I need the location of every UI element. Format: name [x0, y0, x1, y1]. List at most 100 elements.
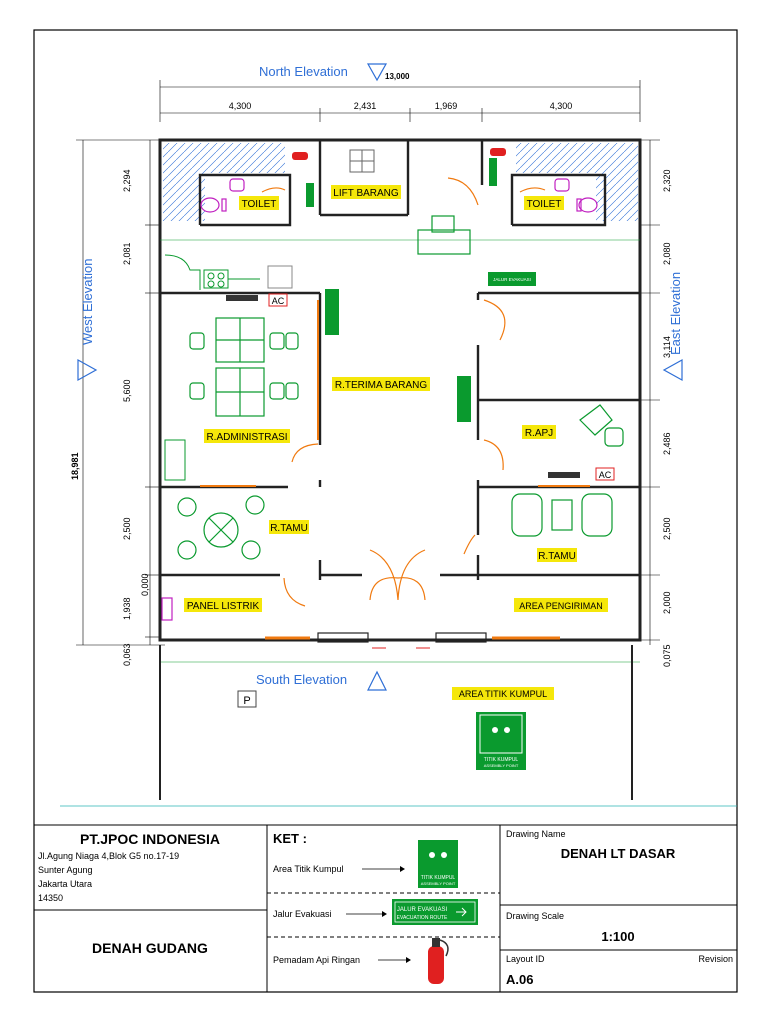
- svg-text:JALUR EVAKUASI: JALUR EVAKUASI: [397, 907, 448, 913]
- legend-arrowhead-3: [406, 957, 411, 963]
- svg-text:R.ADMINISTRASI: R.ADMINISTRASI: [206, 432, 287, 443]
- south-elevation-marker: South Elevation: [256, 670, 387, 691]
- svg-text:R.APJ: R.APJ: [525, 428, 553, 439]
- lobby-sofa: [511, 493, 613, 537]
- right-dimension-line: [640, 139, 660, 645]
- east-elevation-marker: East Elevation: [662, 272, 683, 382]
- room-lift-barang: LIFT BARANG: [331, 185, 401, 199]
- legend-titik-kumpul: Area Titik Kumpul: [273, 864, 344, 874]
- evacuation-sign-text: JALUR EVAKUASI: [493, 277, 531, 282]
- revision-label: Revision: [698, 954, 733, 964]
- right-dim-5: 2,500: [662, 517, 672, 540]
- svg-text:TITIK KUMPUL: TITIK KUMPUL: [421, 875, 456, 881]
- room-terima-barang: R.TERIMA BARANG: [332, 377, 430, 391]
- kitchen-counter: [164, 254, 293, 290]
- right-dim-2: 2,080: [662, 242, 672, 265]
- right-dim-7: 0,075: [662, 644, 672, 667]
- parking-sign: P: [237, 690, 257, 708]
- overall-width-dim: 13,000: [385, 72, 410, 81]
- svg-text:R.TAMU: R.TAMU: [270, 523, 308, 534]
- left-dim-2: 2,081: [122, 242, 132, 265]
- stair-left: [163, 143, 205, 221]
- lobby-round-table: [177, 495, 265, 560]
- west-elevation-marker: West Elevation: [77, 259, 98, 382]
- svg-text:TITIK KUMPUL: TITIK KUMPUL: [484, 757, 519, 763]
- left-dim-6: 0,063: [122, 643, 132, 666]
- svg-text:AC: AC: [272, 296, 285, 306]
- fire-extinguisher-icon: [292, 148, 506, 160]
- top-dim-4: 4,300: [550, 101, 573, 111]
- left-dim-1: 2,294: [122, 169, 132, 192]
- room-tamu-left: R.TAMU: [269, 520, 309, 534]
- left-dim-7: 0,000: [140, 573, 150, 596]
- stair-right: [596, 143, 638, 221]
- east-elevation-triangle: [662, 358, 683, 382]
- evacuation-sign: [306, 158, 536, 422]
- north-elevation-label: North Elevation: [259, 64, 348, 79]
- legend-arrowhead-2: [382, 911, 387, 917]
- north-elevation-triangle: [366, 63, 388, 82]
- address-line-3: Jakarta Utara: [38, 879, 92, 889]
- legend-assembly-icon: TITIK KUMPUL ASSEMBLY POINT: [418, 840, 458, 888]
- left-dim-4: 2,500: [122, 517, 132, 540]
- svg-text:PANEL LISTRIK: PANEL LISTRIK: [187, 601, 260, 612]
- room-administrasi: R.ADMINISTRASI: [204, 429, 290, 443]
- left-dim-3: 5,600: [122, 379, 132, 402]
- layout-id: A.06: [506, 972, 533, 987]
- top-dim-2: 2,431: [354, 101, 377, 111]
- svg-text:R.TERIMA BARANG: R.TERIMA BARANG: [335, 380, 427, 391]
- right-dim-4: 2,486: [662, 432, 672, 455]
- legend-arrowhead-1: [400, 866, 405, 872]
- company-name: PT.JPOC INDONESIA: [80, 831, 220, 847]
- room-apj: R.APJ: [522, 425, 556, 439]
- svg-text:AC: AC: [599, 470, 612, 480]
- room-toilet-left: TOILET: [239, 196, 279, 210]
- stair-left-top: [205, 143, 285, 173]
- admin-desks: [189, 317, 299, 417]
- svg-text:AREA TITIK KUMPUL: AREA TITIK KUMPUL: [459, 689, 547, 699]
- layout-id-label: Layout ID: [506, 954, 545, 964]
- stair-right-top: [516, 143, 596, 173]
- room-toilet-right: TOILET: [524, 196, 564, 210]
- assembly-point-sign: TITIK KUMPUL ASSEMBLY POINT: [476, 712, 526, 770]
- svg-text:TOILET: TOILET: [527, 199, 562, 210]
- svg-text:ASSEMBLY POINT: ASSEMBLY POINT: [484, 763, 519, 768]
- south-elevation-label: South Elevation: [256, 672, 347, 687]
- drawing-scale-label: Drawing Scale: [506, 911, 564, 921]
- room-area-titik-kumpul: AREA TITIK KUMPUL: [452, 687, 554, 700]
- title-block: [34, 824, 737, 992]
- lift-box-icon: [349, 149, 375, 173]
- building-walls: [158, 138, 642, 642]
- svg-text:ASSEMBLY POINT: ASSEMBLY POINT: [421, 881, 456, 886]
- sheet-border: [33, 29, 738, 993]
- legend-jalur-evakuasi: Jalur Evakuasi: [273, 909, 332, 919]
- doors: [261, 177, 546, 607]
- left-dim-5: 1,938: [122, 597, 132, 620]
- east-elevation-label: East Elevation: [668, 272, 683, 355]
- ac-unit-apj: AC: [548, 467, 615, 481]
- lift-chair: [417, 215, 471, 255]
- room-area-pengiriman: AREA PENGIRIMAN: [514, 598, 608, 612]
- legend-pemadam: Pemadam Api Ringan: [273, 955, 360, 965]
- apj-desk: [579, 404, 624, 447]
- west-elevation-triangle: [77, 358, 98, 382]
- address-line-1: Jl.Agung Niaga 4,Blok G5 no.17-19: [38, 851, 179, 861]
- drawing-name: DENAH LT DASAR: [561, 846, 676, 861]
- ket-title: KET :: [273, 831, 307, 846]
- legend-evacuation-icon: JALUR EVAKUASI EVACUATION ROUTE: [392, 899, 478, 925]
- top-dim-1: 4,300: [229, 101, 252, 111]
- front-windows: [265, 632, 560, 649]
- left-dimension-line: [76, 139, 165, 646]
- top-dim-3: 1,969: [435, 101, 458, 111]
- svg-text:LIFT BARANG: LIFT BARANG: [333, 188, 399, 199]
- right-dim-6: 2,000: [662, 591, 672, 614]
- overall-height-dim: 18,981: [70, 452, 80, 480]
- address-line-4: 14350: [38, 893, 63, 903]
- top-dimension-line: [159, 80, 641, 122]
- svg-text:R.TAMU: R.TAMU: [538, 551, 576, 562]
- drawing-scale: 1:100: [601, 929, 634, 944]
- svg-text:EVACUATION ROUTE: EVACUATION ROUTE: [397, 915, 448, 921]
- legend-extinguisher-icon: [428, 938, 449, 984]
- svg-text:AREA PENGIRIMAN: AREA PENGIRIMAN: [519, 601, 603, 611]
